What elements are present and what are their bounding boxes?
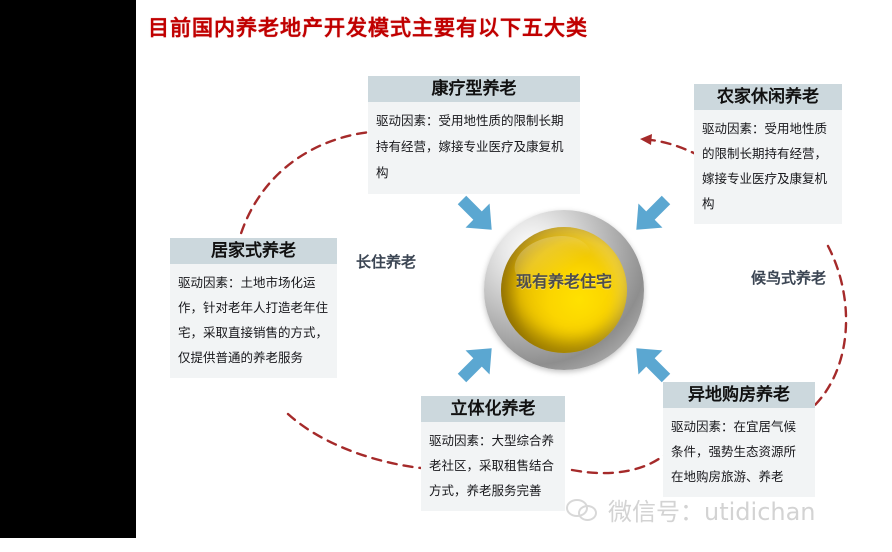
watermark: 微信号：utidichan xyxy=(566,492,816,527)
sphere-ball xyxy=(501,227,627,353)
card-integrated-community-care-header: 立体化养老 xyxy=(421,396,565,422)
left-black-bar xyxy=(0,0,136,538)
card-integrated-community-care: 立体化养老 驱动因素：大型综合养老社区，采取租售结合方式，养老服务完善 xyxy=(421,396,565,511)
label-long-stay-care: 长住养老 xyxy=(356,253,417,271)
dashed-arc-topright-to-top xyxy=(638,137,702,158)
card-relocation-purchase-care-header: 异地购房养老 xyxy=(663,382,815,408)
dashed-arc-bottom-to-bottomright xyxy=(570,450,670,475)
card-rural-leisure-care-body: 驱动因素：受用地性质的限制长期持有经营，嫁接专业医疗及康复机构 xyxy=(702,121,828,211)
card-rural-leisure-care: 农家休闲养老 驱动因素：受用地性质的限制长期持有经营，嫁接专业医疗及康复机构 xyxy=(694,84,842,224)
center-sphere: 现有养老住宅 xyxy=(484,210,644,370)
card-rehab-care-body: 驱动因素：受用地性质的限制长期持有经营，嫁接专业医疗及康复机构 xyxy=(376,113,564,180)
page-title: 目前国内养老地产开发模式主要有以下五大类 xyxy=(148,16,588,40)
center-sphere-label: 现有养老住宅 xyxy=(515,272,612,291)
card-home-based-care-header: 居家式养老 xyxy=(170,238,337,264)
card-rehab-care: 康疗型养老 驱动因素：受用地性质的限制长期持有经营，嫁接专业医疗及康复机构 xyxy=(368,76,580,194)
card-relocation-purchase-care: 异地购房养老 驱动因素：在宜居气候条件，强势生态资源所在地购房旅游、养老 xyxy=(663,382,815,497)
card-rehab-care-header: 康疗型养老 xyxy=(368,76,580,102)
card-home-based-care: 居家式养老 驱动因素：土地市场化运作，针对老年人打造老年住宅，采取直接销售的方式… xyxy=(170,238,337,378)
label-migratory-care: 候鸟式养老 xyxy=(751,269,827,287)
card-relocation-purchase-care-body: 驱动因素：在宜居气候条件，强势生态资源所在地购房旅游、养老 xyxy=(671,419,797,484)
watermark-text: 微信号：utidichan xyxy=(608,498,816,526)
card-rural-leisure-care-header: 农家休闲养老 xyxy=(694,84,842,110)
wechat-icon xyxy=(566,497,600,523)
card-home-based-care-body: 驱动因素：土地市场化运作，针对老年人打造老年住宅，采取直接销售的方式，仅提供普通… xyxy=(178,275,329,365)
card-integrated-community-care-body: 驱动因素：大型综合养老社区，采取租售结合方式，养老服务完善 xyxy=(429,433,555,498)
